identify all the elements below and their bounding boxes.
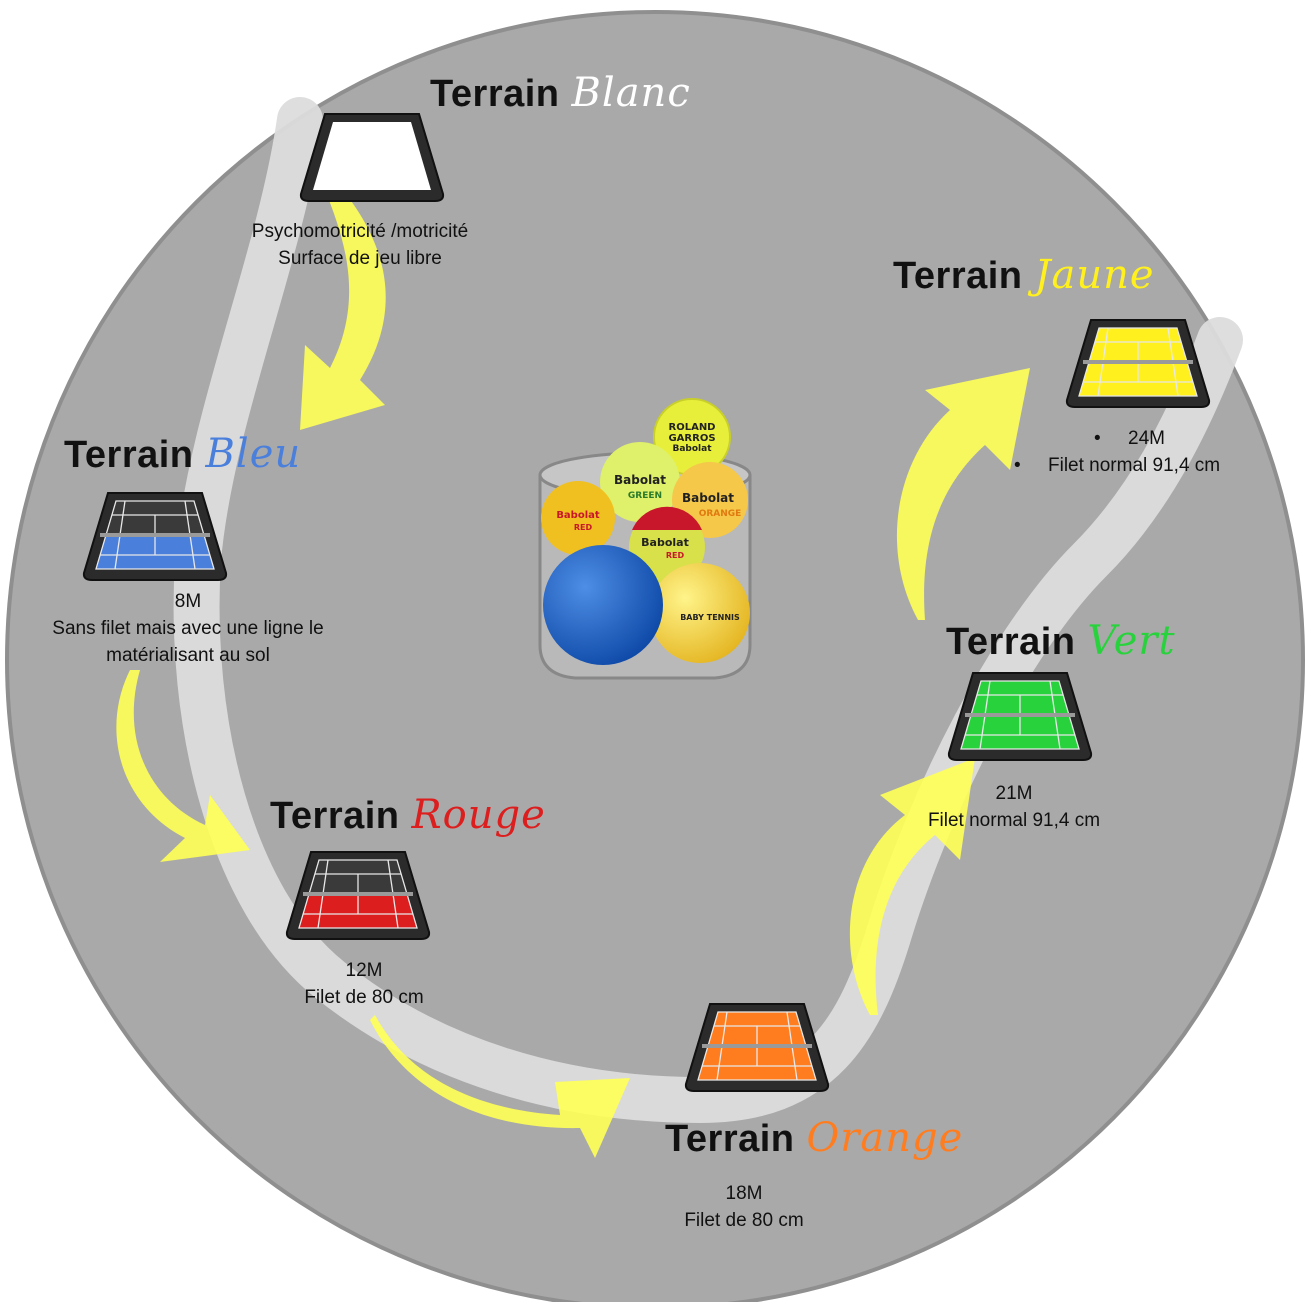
title-vert: Terrain Vert [946, 618, 1176, 664]
court-outline [697, 1011, 817, 1081]
ball-label-babolat-orange: Babolat [682, 491, 734, 505]
title-word: Terrain [430, 73, 560, 115]
ball-red-center-stripe [632, 506, 702, 530]
court-lines [95, 500, 215, 570]
arrows [116, 175, 1030, 1158]
ball-red-left [541, 481, 615, 555]
ball-label-babolat-green: Babolat [614, 473, 666, 487]
ball-label-babolat-red1: Babolat [556, 510, 600, 521]
color-word-bleu: Bleu [205, 431, 302, 477]
title-word: Terrain [893, 255, 1023, 297]
desc-line: 21M [995, 783, 1033, 804]
desc-line: Sans filet mais avec une ligne le [52, 618, 324, 639]
desc-line: 12M [345, 960, 383, 981]
ball-label-roland: ROLAND [669, 422, 716, 433]
title-orange: Terrain Orange [665, 1115, 963, 1161]
color-word-blanc: Blanc [571, 70, 691, 116]
ball-label-baby-tennis: BABY TENNIS [680, 613, 740, 622]
arrow-vert-to-jaune [896, 368, 1030, 620]
desc-line: matérialisant au sol [106, 645, 270, 666]
ball-label-orange: ORANGE [699, 509, 742, 519]
desc-line: Psychomotricité /motricité [251, 221, 469, 242]
ball-green [600, 442, 680, 522]
court-jaune [1065, 319, 1211, 408]
desc-bullets: 24M Filet normal 91,4 cm [1014, 425, 1274, 479]
title-blanc: Terrain Blanc [430, 70, 691, 116]
court-outline [298, 859, 418, 929]
color-word-vert: Vert [1087, 618, 1176, 664]
court-surface [313, 122, 431, 190]
court-outline [95, 500, 215, 570]
title-word: Terrain [946, 621, 1076, 663]
desc-line: Filet de 80 cm [304, 987, 424, 1008]
ball-label-red1: RED [574, 523, 593, 532]
desc-rouge: 12M Filet de 80 cm [264, 957, 464, 1011]
desc-line: Surface de jeu libre [278, 248, 442, 269]
arrow-orange-to-vert [849, 758, 975, 1015]
color-word-orange: Orange [806, 1115, 964, 1161]
court-orange [684, 1003, 830, 1092]
ball-jar: ROLAND GARROS Babolat Babolat GREEN Babo… [538, 398, 752, 680]
desc-bullet: 24M [1014, 425, 1274, 452]
desc-blanc: Psychomotricité /motricité Surface de je… [210, 218, 510, 272]
ball-label-garros: GARROS [668, 433, 715, 444]
desc-jaune: 24M Filet normal 91,4 cm [1014, 425, 1274, 479]
title-word: Terrain [665, 1118, 795, 1160]
desc-vert: 21M Filet normal 91,4 cm [904, 780, 1124, 834]
arrow-blanc-to-bleu [300, 175, 386, 430]
desc-line: Filet de 80 cm [684, 1210, 804, 1231]
title-jaune: Terrain Jaune [893, 252, 1155, 298]
title-word: Terrain [64, 434, 194, 476]
color-word-jaune: Jaune [1034, 252, 1155, 298]
title-rouge: Terrain Rouge [270, 792, 546, 838]
desc-bullet-text: 24M [1128, 428, 1165, 449]
court-outline [960, 680, 1080, 750]
desc-bullet: Filet normal 91,4 cm [1014, 452, 1274, 479]
title-bleu: Terrain Bleu [64, 431, 301, 477]
desc-bullet-text: Filet normal 91,4 cm [1048, 455, 1221, 476]
ball-label-red2: RED [666, 551, 685, 560]
ball-baby-tennis [650, 563, 750, 663]
desc-line: 8M [174, 591, 202, 612]
ball-label-green: GREEN [628, 491, 662, 501]
court-rouge [285, 851, 431, 940]
ball-blue [543, 545, 663, 665]
ball-label-babolat-red2: Babolat [641, 536, 689, 549]
desc-line: Filet normal 91,4 cm [927, 810, 1101, 831]
court-blanc [299, 113, 445, 202]
color-word-rouge: Rouge [411, 792, 546, 838]
court-outline [1078, 327, 1198, 397]
desc-orange: 18M Filet de 80 cm [644, 1180, 844, 1234]
arrow-rouge-to-orange [370, 1015, 630, 1158]
arrow-bleu-to-rouge [116, 670, 250, 862]
desc-line: 18M [725, 1183, 763, 1204]
court-vert [947, 672, 1093, 761]
court-bleu [82, 492, 228, 581]
desc-bleu: 8M Sans filet mais avec une ligne le mat… [18, 588, 358, 669]
ball-label-babolat-rg: Babolat [672, 444, 712, 454]
title-word: Terrain [270, 795, 400, 837]
